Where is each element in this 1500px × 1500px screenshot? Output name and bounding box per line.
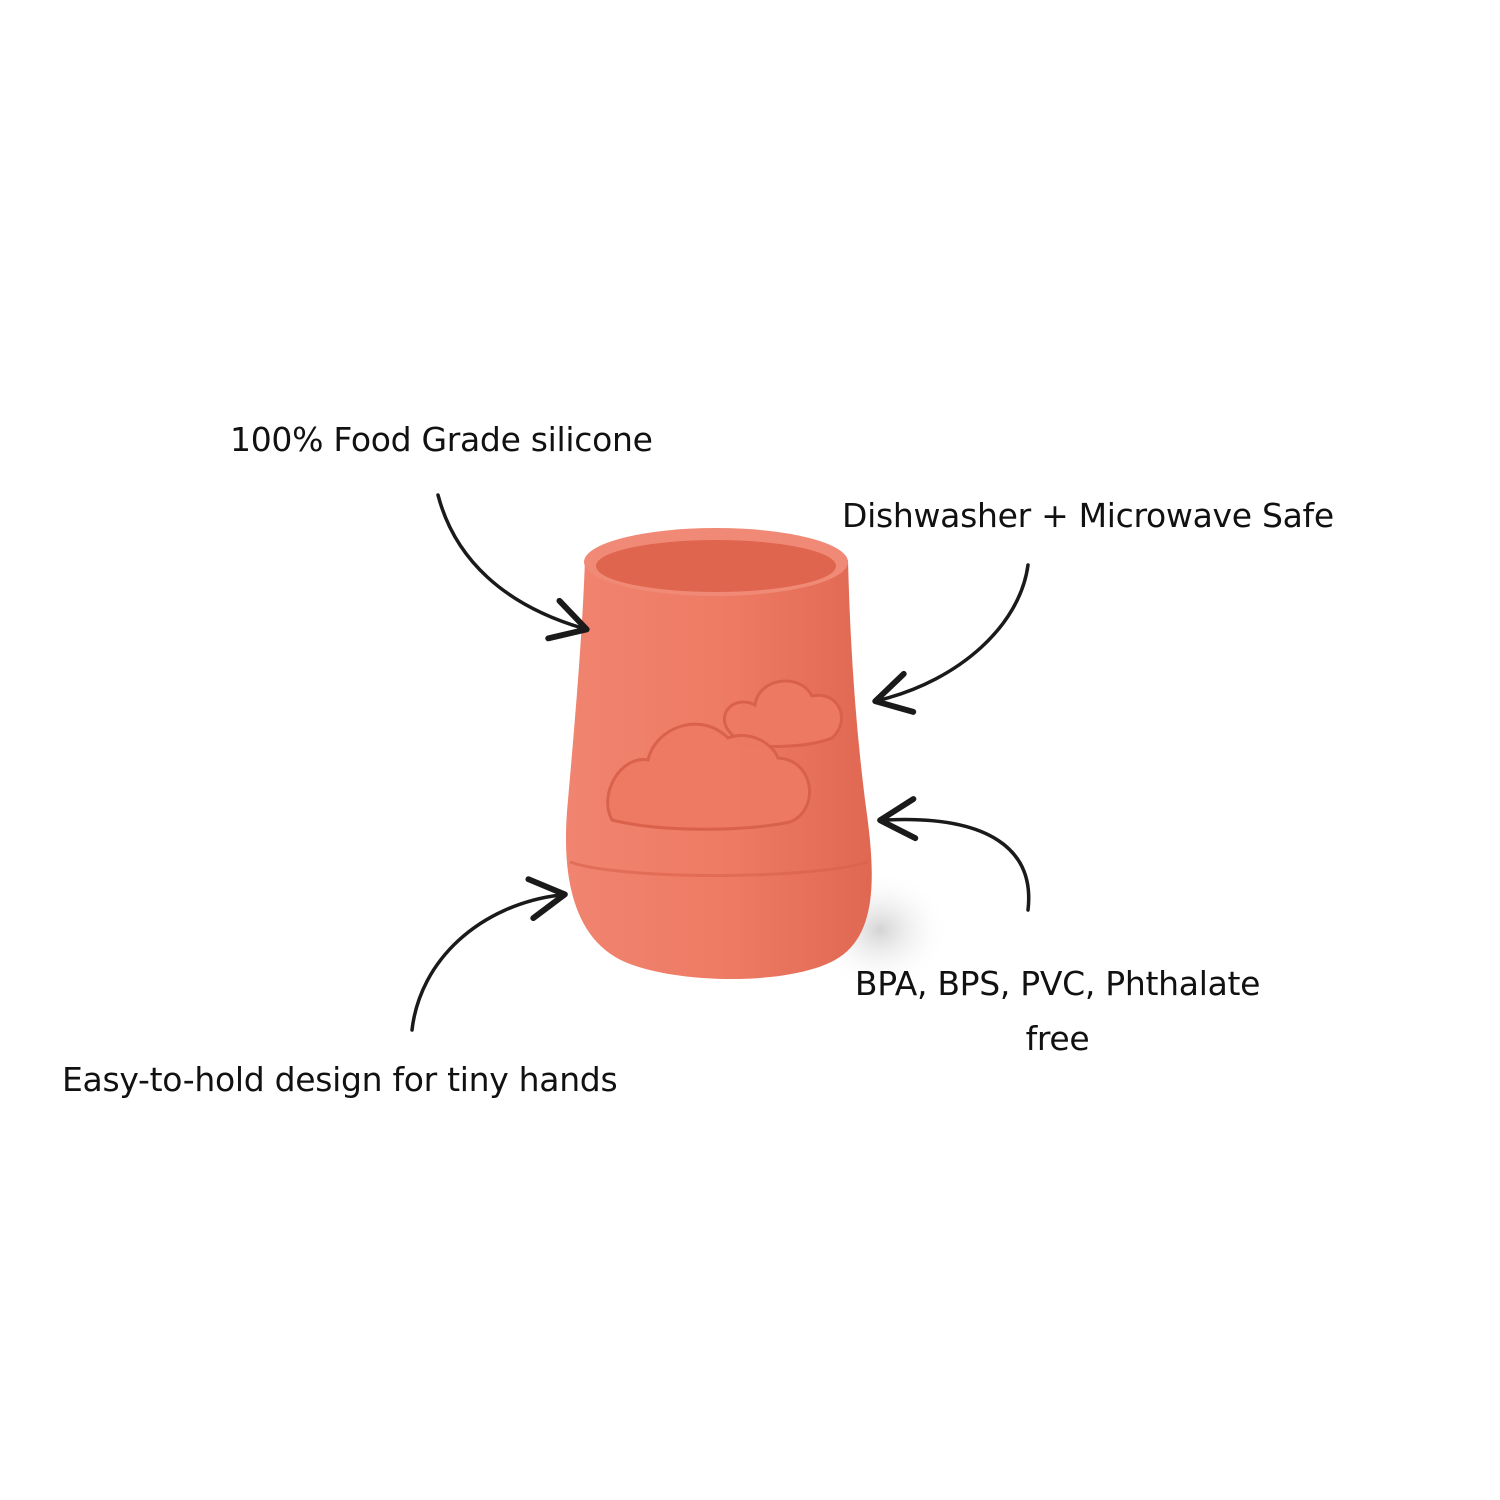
callout-bpa-free: BPA, BPS, PVC, Phthalate free [854, 964, 1261, 1058]
callout-easy-hold: Easy-to-hold design for tiny hands [62, 1060, 618, 1099]
arrow-food-grade [436, 493, 590, 642]
callout-food-grade: 100% Food Grade silicone [230, 420, 653, 459]
arrow-easy-hold [410, 876, 568, 1032]
arrow-bpa-free [877, 796, 1031, 912]
silicone-cup [565, 528, 872, 980]
arrow-dishwasher [872, 563, 1030, 715]
callout-dishwasher-safe: Dishwasher + Microwave Safe [842, 496, 1334, 535]
cloud-emboss-large [606, 722, 811, 831]
cloud-emboss-small [722, 679, 843, 748]
